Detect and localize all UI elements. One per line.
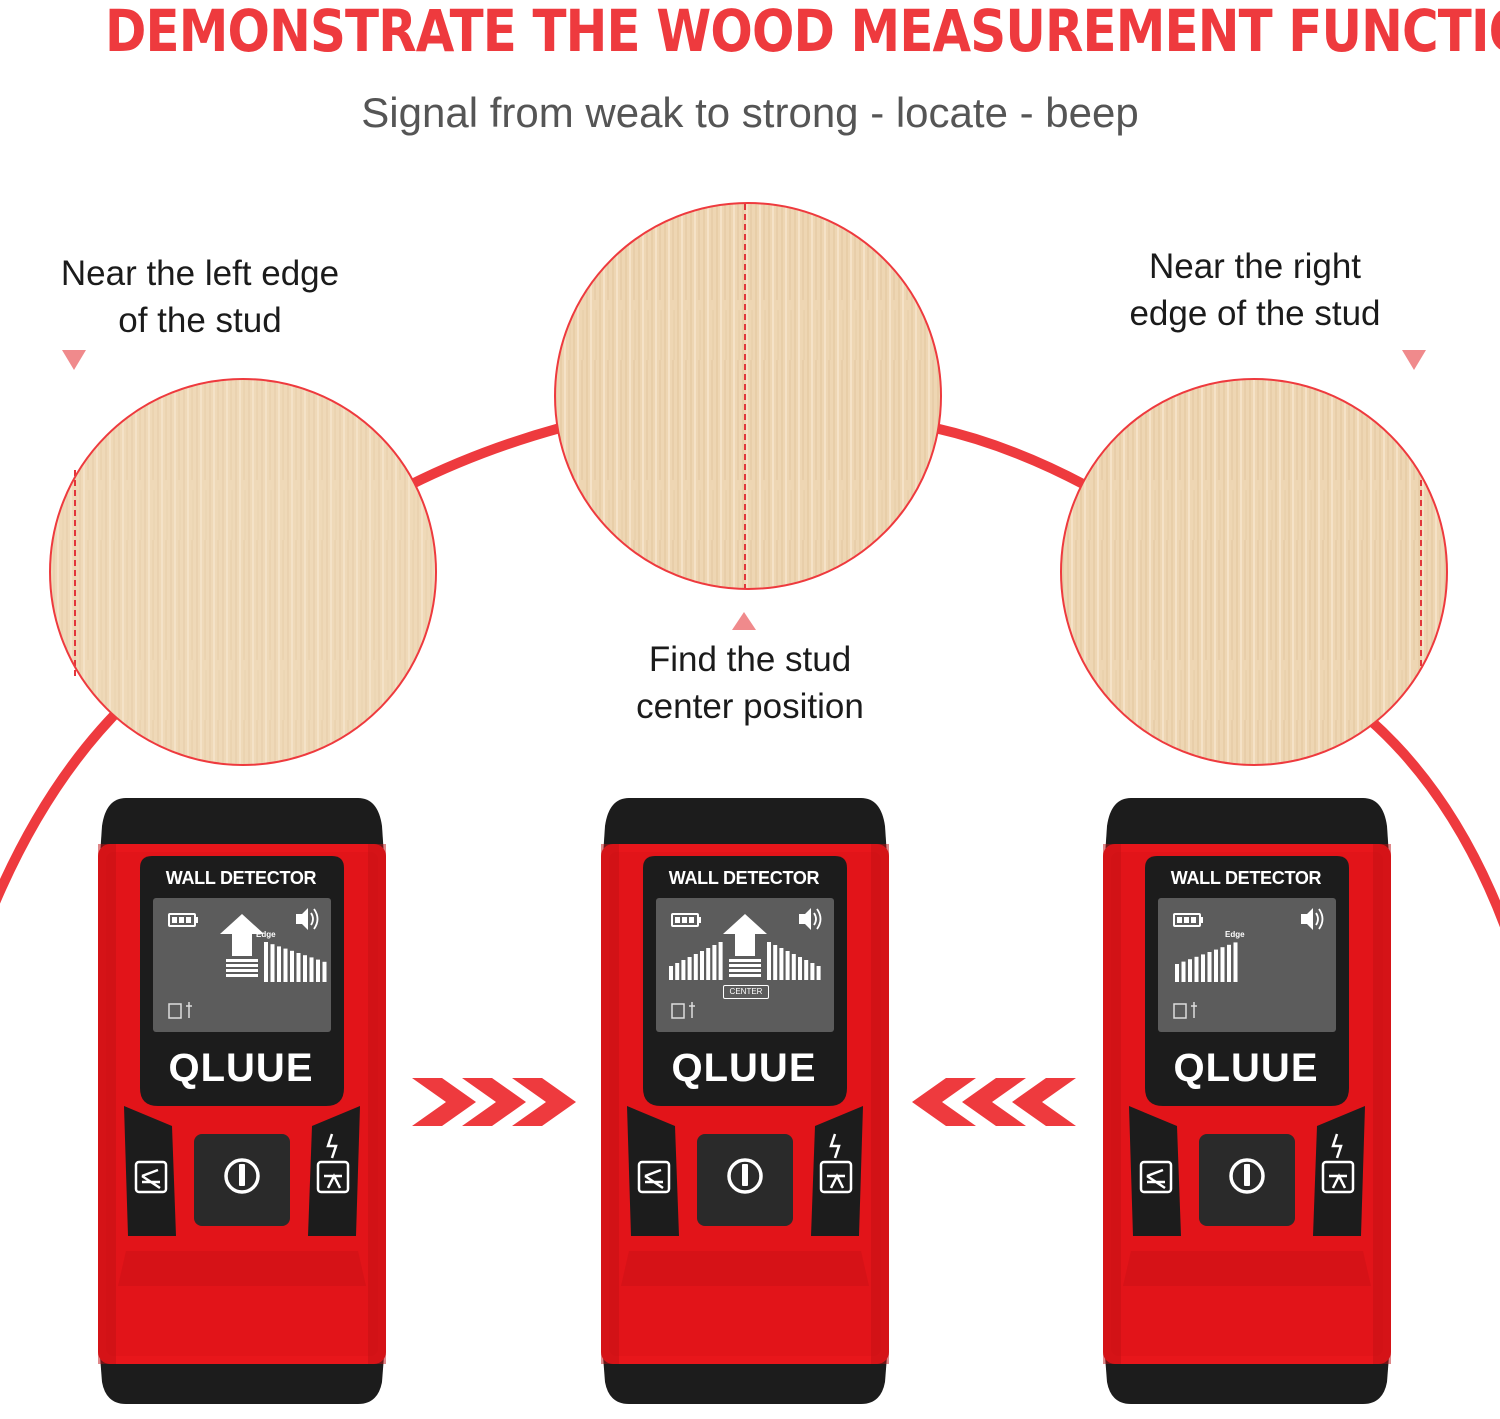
- brand-logo: QLUUE: [168, 1046, 314, 1090]
- chevron-right-icon: [412, 1078, 576, 1126]
- caption-right: Near the right edge of the stud: [1075, 243, 1435, 337]
- speaker-icon: [1301, 908, 1324, 930]
- signal-bars: [264, 942, 327, 982]
- signal-bars: [669, 942, 821, 980]
- detector-device-right: WALL DETECTOR QLUUE Edge: [1101, 796, 1393, 1406]
- caption-right-line2: edge of the stud: [1129, 294, 1381, 333]
- screen-title: WALL DETECTOR: [1170, 868, 1322, 888]
- detector-body: [1103, 798, 1391, 1404]
- speaker-icon: [799, 908, 822, 930]
- edge-label: Edge: [1225, 930, 1245, 939]
- wood-mode-icon: [671, 1002, 695, 1019]
- wood-mode-icon: [168, 1002, 192, 1019]
- detector-body: [98, 798, 386, 1404]
- caption-right-line1: Near the right: [1148, 247, 1362, 286]
- pointer-triangle-right: [1402, 350, 1426, 370]
- battery-icon: [1173, 913, 1203, 927]
- chevron-left-icon: [912, 1078, 1076, 1126]
- battery-icon: [168, 913, 198, 927]
- detector-device-center: WALL DETECTOR QLUUE CENTER: [599, 796, 891, 1406]
- center-label: CENTER: [723, 985, 769, 999]
- speaker-icon: [296, 908, 319, 930]
- caption-left: Near the left edge of the stud: [20, 250, 380, 344]
- signal-arc: [407, 423, 562, 490]
- battery-icon: [671, 913, 701, 927]
- brand-logo: QLUUE: [671, 1046, 817, 1090]
- screen-title: WALL DETECTOR: [668, 868, 820, 888]
- signal-arc: [1366, 716, 1500, 928]
- brand-logo: QLUUE: [1173, 1046, 1319, 1090]
- page-subtitle: Signal from weak to strong - locate - be…: [361, 89, 1139, 136]
- caption-left-line2: of the stud: [118, 301, 282, 340]
- wood-mode-icon: [1173, 1002, 1197, 1019]
- wood-circle-center: [554, 202, 942, 590]
- pointer-triangle-center: [732, 612, 756, 630]
- wood-circle-right: [1060, 378, 1448, 766]
- signal-bars: [1175, 942, 1238, 982]
- caption-left-line1: Near the left edge: [60, 254, 340, 293]
- lcd-display: [669, 908, 822, 1019]
- detector-body: [601, 798, 889, 1404]
- caption-center-line1: Find the stud: [648, 640, 852, 679]
- wood-circle-left: [49, 378, 437, 766]
- lcd-display: [168, 908, 327, 1019]
- pointer-triangle-left: [62, 350, 86, 370]
- caption-center-line2: center position: [636, 687, 864, 726]
- detector-device-left: WALL DETECTOR QLUUE Edge: [96, 796, 388, 1406]
- lcd-display: [1173, 908, 1324, 1019]
- edge-label: Edge: [256, 930, 276, 939]
- signal-arc: [933, 423, 1088, 490]
- caption-center: Find the stud center position: [570, 636, 930, 730]
- page-title: DEMONSTRATE THE WOOD MEASUREMENT FUNCTIO…: [105, 0, 1500, 65]
- screen-title: WALL DETECTOR: [165, 868, 317, 888]
